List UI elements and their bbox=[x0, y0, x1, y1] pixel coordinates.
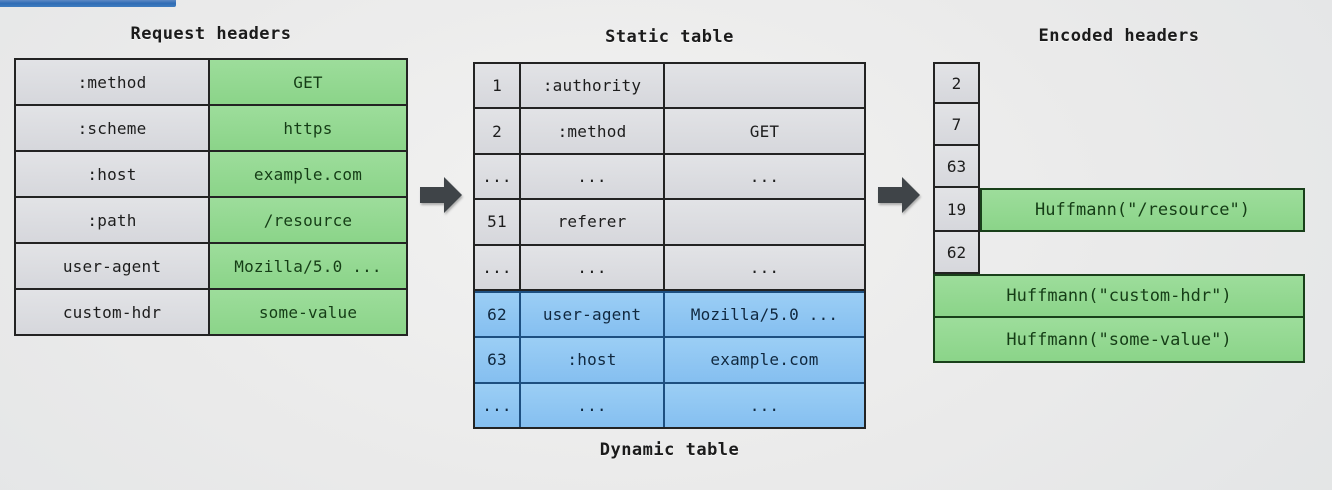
encoded-entry: 62 bbox=[933, 232, 980, 274]
entry-index: 63 bbox=[475, 338, 521, 382]
entry-key: ... bbox=[521, 245, 665, 289]
table-row: ... ... ... bbox=[475, 154, 864, 201]
entry-value bbox=[665, 64, 864, 108]
entry-key: referer bbox=[521, 200, 665, 244]
entry-value bbox=[665, 200, 864, 244]
table-row: ... ... ... bbox=[475, 383, 864, 427]
header-name: user-agent bbox=[16, 244, 210, 288]
arrow-headers-to-table bbox=[418, 172, 464, 218]
header-value: GET bbox=[210, 60, 406, 104]
header-value: example.com bbox=[210, 152, 406, 196]
entry-index: ... bbox=[475, 245, 521, 289]
entry-index: 2 bbox=[475, 109, 521, 153]
entry-value: Mozilla/5.0 ... bbox=[665, 292, 864, 337]
entry-value: GET bbox=[665, 109, 864, 153]
table-row: ... ... ... bbox=[475, 245, 864, 291]
entry-literal: Huffmann("custom-hdr") bbox=[933, 274, 1305, 318]
table-row: 62 user-agent Mozilla/5.0 ... bbox=[475, 290, 864, 339]
entry-index: 1 bbox=[475, 64, 521, 108]
entry-literal: Huffmann("some-value") bbox=[933, 318, 1305, 363]
entry-index: 62 bbox=[475, 292, 521, 337]
entry-key: :method bbox=[521, 109, 665, 153]
entry-index: 7 bbox=[933, 104, 980, 146]
entry-key: ... bbox=[521, 154, 665, 199]
entry-index: 63 bbox=[933, 146, 980, 188]
entry-value: example.com bbox=[665, 338, 864, 382]
entry-index: 2 bbox=[933, 62, 980, 104]
entry-index: 19 bbox=[933, 188, 980, 232]
entry-index: ... bbox=[475, 154, 521, 199]
entry-index: 62 bbox=[933, 232, 980, 274]
table-row: :method GET bbox=[16, 60, 406, 106]
entry-index: ... bbox=[475, 383, 521, 427]
header-name: :path bbox=[16, 198, 210, 242]
encoded-entry: 2 bbox=[933, 62, 980, 104]
entry-key: :host bbox=[521, 338, 665, 382]
encoded-headers-panel: 2 7 63 19 Huffmann("/resource") 62 Huffm… bbox=[933, 62, 1305, 384]
table-row: :scheme https bbox=[16, 106, 406, 152]
table-row: 63 :host example.com bbox=[475, 338, 864, 384]
static-table-title: Static table bbox=[605, 27, 734, 47]
request-headers-table: :method GET :scheme https :host example.… bbox=[14, 58, 408, 336]
encoded-entry: 19 Huffmann("/resource") bbox=[933, 188, 1305, 232]
header-name: :scheme bbox=[16, 106, 210, 150]
entry-key: :authority bbox=[521, 64, 665, 108]
entry-key: user-agent bbox=[521, 292, 665, 337]
entry-value: ... bbox=[665, 154, 864, 199]
table-row: user-agent Mozilla/5.0 ... bbox=[16, 244, 406, 290]
encoded-entry: 7 bbox=[933, 104, 980, 146]
encoded-entry: 63 bbox=[933, 146, 980, 188]
header-name: custom-hdr bbox=[16, 290, 210, 334]
header-value: Mozilla/5.0 ... bbox=[210, 244, 406, 288]
entry-literal: Huffmann("/resource") bbox=[980, 188, 1305, 232]
header-value: some-value bbox=[210, 290, 406, 334]
request-headers-title: Request headers bbox=[130, 24, 292, 44]
table-row: :host example.com bbox=[16, 152, 406, 198]
encoded-headers-title: Encoded headers bbox=[1038, 26, 1200, 46]
table-row: 2 :method GET bbox=[475, 109, 864, 155]
header-value: /resource bbox=[210, 198, 406, 242]
header-name: :method bbox=[16, 60, 210, 104]
table-row: 1 :authority bbox=[475, 64, 864, 110]
table-row: :path /resource bbox=[16, 198, 406, 244]
arrow-table-to-encoded bbox=[876, 172, 922, 218]
entry-value: ... bbox=[665, 245, 864, 289]
video-progress-bar[interactable] bbox=[0, 0, 176, 7]
hpack-index-table: 1 :authority 2 :method GET ... ... ... 5… bbox=[473, 62, 866, 429]
table-row: custom-hdr some-value bbox=[16, 290, 406, 334]
table-row: 51 referer bbox=[475, 200, 864, 246]
dynamic-table-title: Dynamic table bbox=[599, 440, 740, 460]
entry-key: ... bbox=[521, 383, 665, 427]
header-value: https bbox=[210, 106, 406, 150]
entry-value: ... bbox=[665, 383, 864, 427]
header-name: :host bbox=[16, 152, 210, 196]
entry-index: 51 bbox=[475, 200, 521, 244]
